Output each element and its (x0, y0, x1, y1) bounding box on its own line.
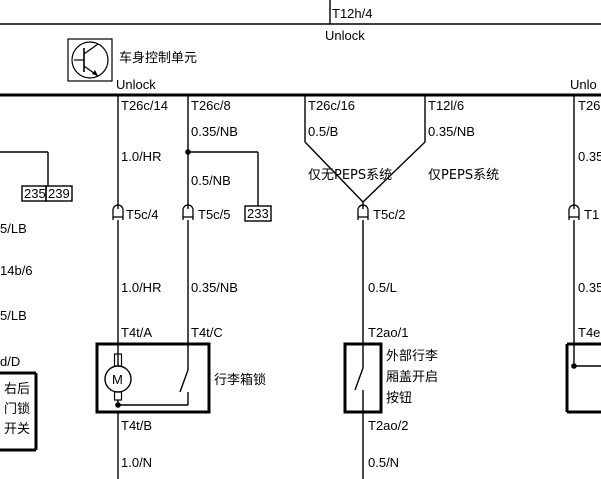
top-connector-label: T12h/4 (332, 6, 372, 21)
connector-t5c-2-icon (357, 204, 369, 220)
switch-label-1: 右后 (4, 382, 30, 397)
wire-0-5-nb: 0.5/NB (191, 173, 231, 188)
connector-t5c-5-icon (182, 204, 194, 220)
condition-peps: 仅PEPS系统 (428, 168, 499, 183)
pin-t26c-14: T26c/14 (121, 98, 168, 113)
pin-t4t-c: T4t/C (191, 325, 223, 340)
wire-1-0-hr-a: 1.0/HR (121, 149, 161, 164)
ref-233: 233 (247, 206, 269, 221)
connector-t1: T1 (584, 207, 599, 222)
wire-1-0-hr-b: 1.0/HR (121, 280, 161, 295)
bcm-symbol-icon (67, 38, 113, 82)
wire-0-35-nb-a: 0.35/NB (191, 124, 238, 139)
button-label-2: 厢盖开启 (386, 370, 438, 385)
left-wire-3: 5/LB (0, 308, 27, 323)
connector-t5c-4-icon (112, 204, 124, 220)
motor-letter: M (112, 372, 123, 387)
button-switch-blade (354, 367, 364, 391)
ref-box-233 (244, 205, 272, 222)
bcm-label: 车身控制单元 (119, 50, 197, 66)
button-label-1: 外部行李 (386, 349, 438, 364)
pin-t12l-6: T12l/6 (428, 98, 464, 113)
wire-0-35-nb-c: 0.35/NB (428, 124, 475, 139)
wire-1-0-n: 1.0/N (121, 455, 152, 470)
ref-239: 239 (48, 186, 70, 201)
pin-t4t-b: T4t/B (121, 418, 152, 433)
pin-t26-right: T26 (578, 98, 600, 113)
wire-0-5-n: 0.5/N (368, 455, 399, 470)
connector-t1-icon (568, 204, 580, 220)
pin-t26c-16: T26c/16 (308, 98, 355, 113)
ref-235: 235 (24, 186, 46, 201)
bcm-unlock-right: Unlo (570, 77, 597, 92)
wire-0-35-nb-b: 0.35/NB (191, 280, 238, 295)
pin-t2ao-1: T2ao/1 (368, 325, 408, 340)
wire-no-peps-diagonal (304, 141, 364, 203)
wire-peps-diagonal (362, 141, 426, 203)
button-label-3: 按钮 (386, 391, 412, 406)
pin-t2ao-2: T2ao/2 (368, 418, 408, 433)
trunk-lock-label: 行李箱锁 (214, 372, 266, 388)
connector-t5c-4: T5c/4 (126, 207, 159, 222)
switch-label-3: 开关 (4, 422, 30, 437)
ref-box-239 (45, 185, 73, 202)
connector-t5c-5: T5c/5 (198, 207, 231, 222)
switch-label-2: 门锁 (4, 401, 30, 417)
pin-t26c-8: T26c/8 (191, 98, 231, 113)
motor-icon (104, 353, 132, 401)
connector-t5c-2: T5c/2 (373, 207, 406, 222)
left-wire-2: 14b/6 (0, 263, 33, 278)
wire-right-b: 0.35 (578, 280, 601, 295)
bcm-unlock-left: Unlock (116, 77, 156, 92)
wire-right-a: 0.35 (578, 149, 601, 164)
pin-t4e: T4e (578, 325, 600, 340)
condition-no-peps: 仅无PEPS系统 (308, 168, 392, 183)
lock-switch-blade (179, 369, 189, 393)
wire-0-5-l: 0.5/L (368, 280, 397, 295)
pin-t4t-a: T4t/A (121, 325, 152, 340)
left-wire-1: 5/LB (0, 221, 27, 236)
wire-0-5-b: 0.5/B (308, 124, 338, 139)
left-wire-4: d/D (0, 354, 20, 369)
top-unlock-label: Unlock (325, 28, 365, 43)
trunk-lock-box (95, 342, 211, 414)
